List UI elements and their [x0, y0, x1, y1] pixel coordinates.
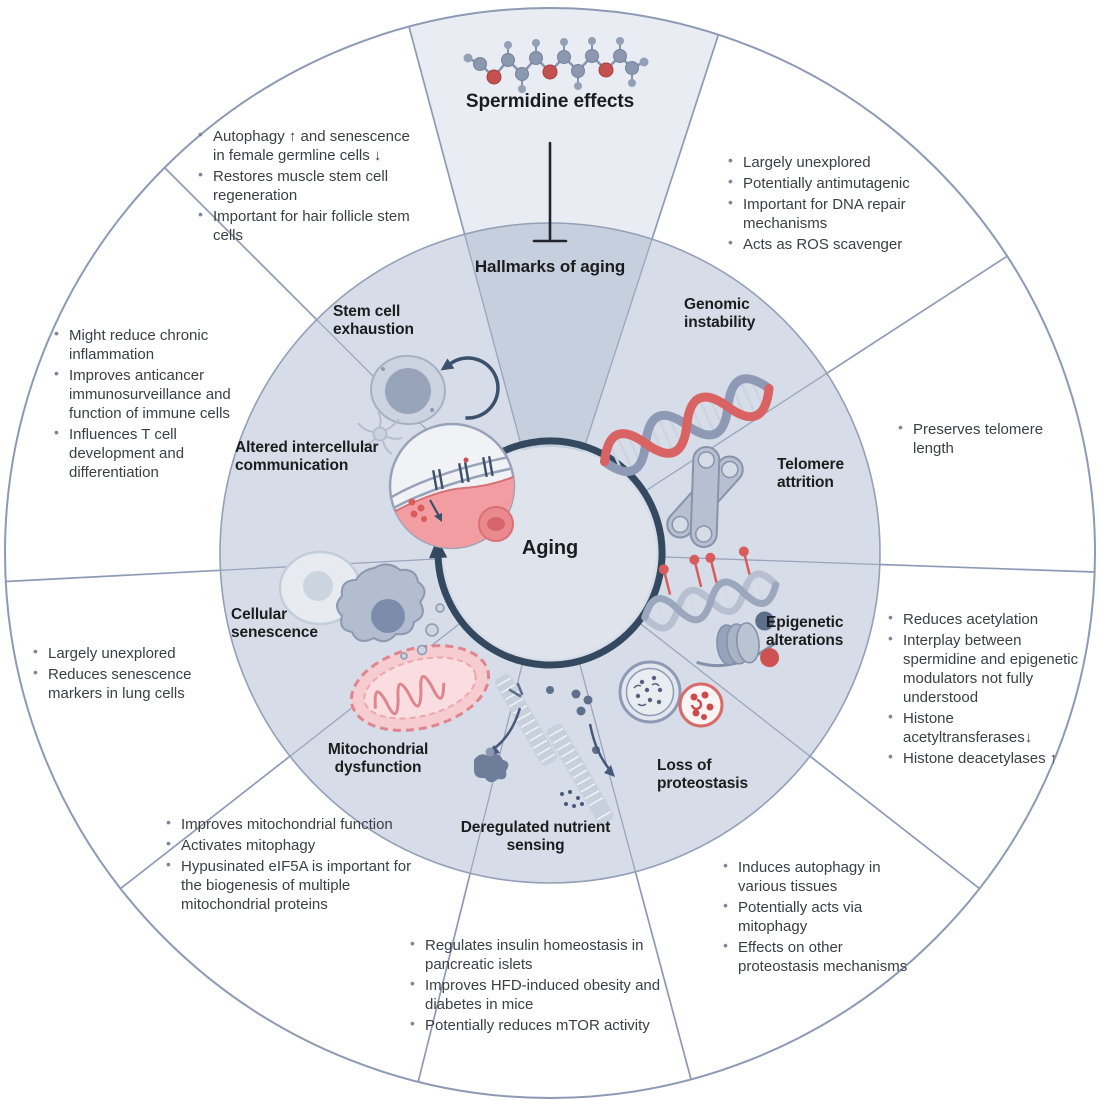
wedge-label-cellular-senescence: Cellular senescence: [231, 606, 318, 642]
effects-epigenetic-alterations: Reduces acetylationInterplay between spe…: [886, 609, 1084, 770]
wedge-label-deregulated-nutrient-sensing: Deregulated nutrient sensing: [460, 819, 611, 855]
wedge-label-mitochondrial-dysfunction: Mitochondrial dysfunction: [327, 741, 429, 777]
autophagosome-vesicles-icon: [618, 660, 724, 728]
hallmarks-of-aging-title: Hallmarks of aging: [474, 257, 626, 276]
hallmarks-title-wedge-fill: [464, 223, 652, 553]
effects-altered-intercellular-communication: Might reduce chronic inflammationImprove…: [52, 325, 247, 484]
wedge-label-stem-cell-exhaustion: Stem cell exhaustion: [333, 303, 414, 339]
spermidine-molecule-icon: [463, 37, 649, 93]
effects-stem-cell-exhaustion: Autophagy ↑ and senescence in female ger…: [196, 126, 418, 247]
effects-list: Might reduce chronic inflammationImprove…: [52, 325, 247, 482]
wedge-label-epigenetic-alterations: Epigenetic alterations: [766, 614, 844, 650]
wedge-label-genomic-instability: Genomic instability: [684, 296, 756, 332]
wedge-label-altered-intercellular-communication: Altered intercellular communication: [235, 439, 379, 475]
spermidine-effects-title: Spermidine effects: [465, 91, 635, 112]
effects-cellular-senescence: Largely unexploredReduces senescence mar…: [31, 643, 223, 705]
intercellular-signaling-icon: [357, 411, 516, 550]
aging-cycle-arrow-icon: [429, 437, 666, 669]
effects-list: Largely unexploredPotentially antimutage…: [726, 152, 966, 254]
stem-cell-icon: [370, 354, 500, 426]
effects-list: Improves mitochondrial functionActivates…: [164, 814, 412, 914]
wedge-label-telomere-attrition: Telomere attrition: [777, 456, 844, 492]
effects-list: Preserves telomere length: [896, 419, 1081, 458]
mitochondrion-icon: [349, 644, 491, 732]
senescent-cell-icon: [278, 550, 445, 660]
inhibition-tbar-icon: [532, 141, 568, 243]
membrane-transport-icon: [474, 674, 615, 825]
effects-list: Induces autophagy in various tissuesPote…: [721, 857, 911, 976]
effects-list: Largely unexploredReduces senescence mar…: [31, 643, 223, 703]
wedge-label-loss-of-proteostasis: Loss of proteostasis: [657, 757, 748, 793]
dna-helix-icon: [600, 374, 774, 476]
effects-genomic-instability: Largely unexploredPotentially antimutage…: [726, 152, 966, 256]
effects-list: Autophagy ↑ and senescence in female ger…: [196, 126, 418, 245]
aging-center-label: Aging: [521, 537, 579, 559]
chromosome-icon: [666, 446, 744, 548]
effects-telomere-attrition: Preserves telomere length: [896, 419, 1081, 460]
effects-deregulated-nutrient-sensing: Regulates insulin homeostasis in pancrea…: [408, 935, 670, 1037]
effects-mitochondrial-dysfunction: Improves mitochondrial functionActivates…: [164, 814, 412, 916]
effects-loss-of-proteostasis: Induces autophagy in various tissuesPote…: [721, 857, 911, 978]
effects-list: Reduces acetylationInterplay between spe…: [886, 609, 1084, 768]
outer-circle-border: [4, 7, 1096, 1099]
effects-list: Regulates insulin homeostasis in pancrea…: [408, 935, 670, 1035]
methylated-dna-nucleosome-icon: [641, 546, 780, 668]
